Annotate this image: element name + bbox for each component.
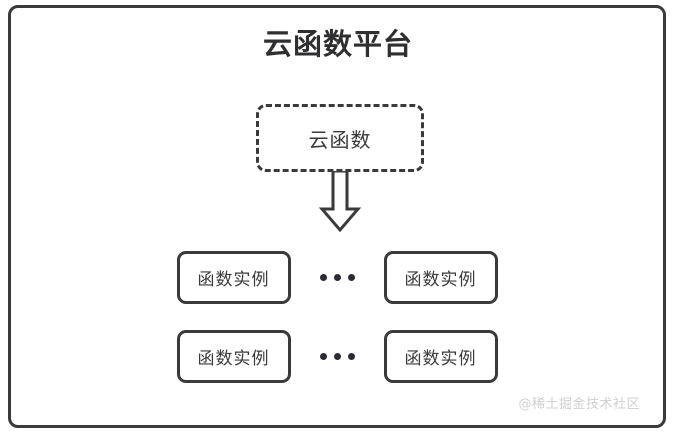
ellipsis-dot [347,353,355,360]
ellipsis-dot [333,353,341,360]
block-arrow-down-icon [318,169,362,233]
function-instance-label: 函数实例 [404,349,477,369]
function-instance-box: 函数实例 [176,330,291,383]
ellipsis-indicator [291,330,384,383]
function-instance-box: 函数实例 [383,330,498,383]
watermark: @稀土掘金技术社区 [518,397,640,412]
ellipsis-dot [333,274,341,281]
cloud-function-label: 云函数 [308,127,372,152]
function-instance-box: 函数实例 [176,251,291,304]
function-instance-label: 函数实例 [197,349,270,369]
ellipsis-dot [319,353,327,360]
instance-row-top: 函数实例 函数实例 [8,251,666,304]
cloud-function-node: 云函数 [256,104,424,172]
ellipsis-dot [319,274,327,281]
ellipsis-dot [347,274,355,281]
function-instance-label: 函数实例 [404,270,477,290]
ellipsis-indicator [291,251,384,304]
page-title: 云函数平台 [262,27,413,61]
function-instance-label: 函数实例 [197,270,270,290]
instance-row-bottom: 函数实例 函数实例 [8,330,666,383]
function-instance-box: 函数实例 [383,251,498,304]
